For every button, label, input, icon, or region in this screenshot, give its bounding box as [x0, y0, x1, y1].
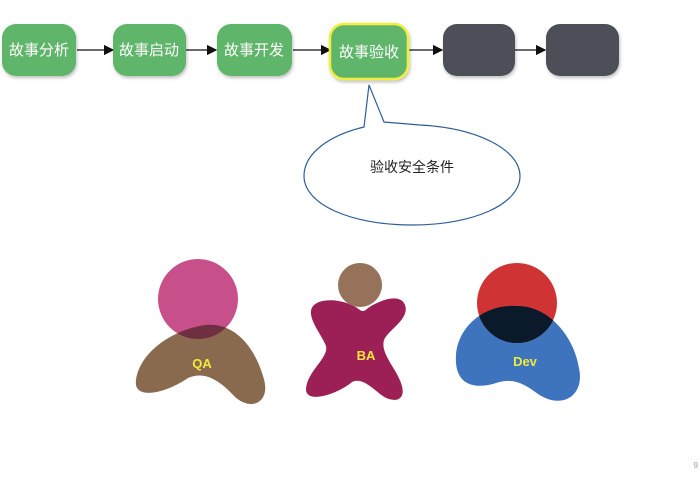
callout-bubble: 验收安全条件: [303, 84, 521, 226]
step-label: 故事验收: [339, 43, 399, 61]
step-story-development: 故事开发: [217, 24, 292, 76]
role-label-dev: Dev: [513, 354, 538, 369]
step-label: 故事启动: [119, 41, 179, 59]
step-story-analysis: 故事分析: [2, 24, 76, 76]
step-story-kickoff: 故事启动: [113, 24, 186, 76]
step-pending-1: [443, 24, 515, 76]
step-story-acceptance: 故事验收: [328, 22, 410, 81]
page-number: 9: [693, 461, 698, 470]
role-ba: BA: [306, 263, 406, 400]
role-qa: QA: [135, 259, 266, 405]
role-dev: Dev: [455, 263, 580, 401]
pipeline: 故事分析 故事启动 故事开发 故事验收: [2, 22, 619, 81]
step-pending-2: [546, 24, 619, 76]
step-label: 故事分析: [9, 41, 69, 59]
step-label: 故事开发: [224, 41, 284, 59]
role-label-qa: QA: [192, 356, 212, 371]
role-label-ba: BA: [357, 348, 376, 363]
callout-label: 验收安全条件: [370, 159, 454, 176]
